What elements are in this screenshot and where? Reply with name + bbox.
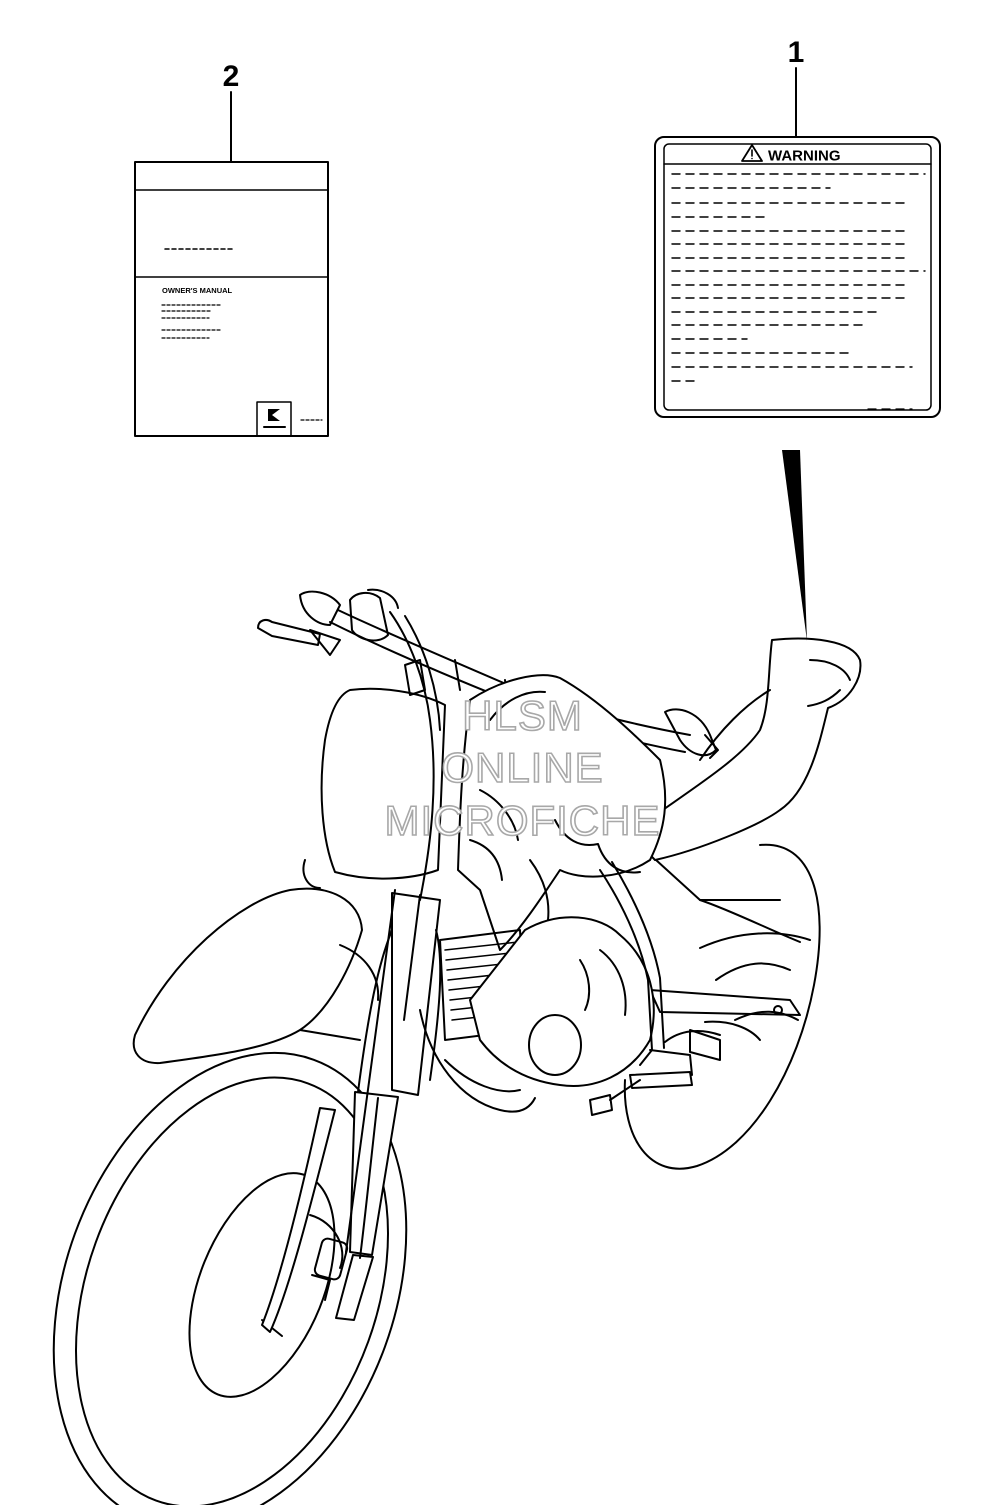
footpeg: [589, 1071, 693, 1116]
watermark-line-2: ONLINE: [441, 743, 604, 792]
callout-part-2: 2: [223, 60, 240, 93]
rear-wheel: [623, 843, 821, 1170]
frame: [599, 861, 721, 1076]
engine: [419, 916, 655, 1113]
fuel-tank-shroud: [457, 674, 667, 951]
watermark-line-3: MICROFICHE: [384, 796, 661, 845]
swingarm: [649, 989, 801, 1061]
label-location-pointer: [782, 450, 807, 641]
warning-label[interactable]: WARNING: [654, 136, 941, 418]
suzuki-logo-icon: [268, 409, 280, 421]
motorcycle-illustration: [52, 588, 862, 1505]
suzuki-logo-box: [256, 401, 292, 437]
number-plate: [302, 687, 446, 889]
owners-manual[interactable]: OWNER'S MANUAL: [134, 161, 329, 437]
callout-part-1: 1: [788, 36, 805, 69]
owners-manual-title: OWNER'S MANUAL: [162, 286, 233, 295]
rear-fender-seat: [638, 637, 862, 943]
warning-triangle-icon: [741, 144, 763, 162]
front-fender: [132, 887, 380, 1065]
watermark-line-1: HLSM: [461, 691, 583, 740]
front-fork: [261, 889, 442, 1337]
warning-heading: WARNING: [768, 148, 841, 165]
